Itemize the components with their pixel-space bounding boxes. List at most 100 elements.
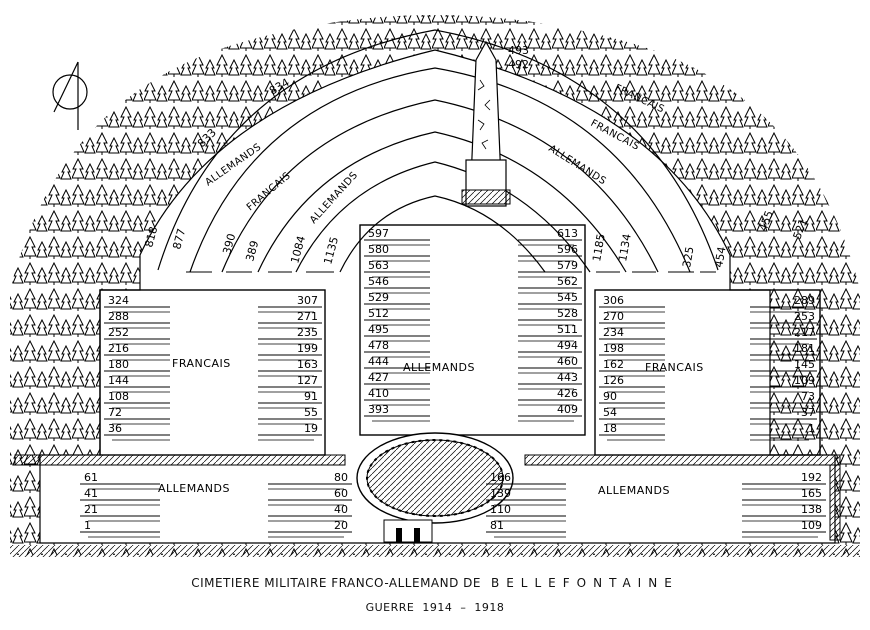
grave-number: 60 bbox=[334, 487, 348, 500]
grave-number: 409 bbox=[557, 403, 578, 416]
grave-number: 163 bbox=[297, 358, 318, 371]
grave-number: 546 bbox=[368, 275, 389, 288]
grave-number: 20 bbox=[334, 519, 348, 532]
grave-number: 180 bbox=[108, 358, 129, 371]
grave-number: 1134 bbox=[616, 233, 634, 263]
grave-number: 324 bbox=[108, 294, 129, 307]
grave-number: 427 bbox=[368, 371, 389, 384]
grave-number: 19 bbox=[304, 422, 318, 435]
grave-number: 478 bbox=[368, 339, 389, 352]
grave-number: 528 bbox=[557, 307, 578, 320]
grave-number: 495 bbox=[368, 323, 389, 336]
label-center-block: ALLEMANDS bbox=[403, 361, 475, 374]
subtitle-year-end: 1918 bbox=[474, 601, 505, 614]
grave-number: 199 bbox=[297, 342, 318, 355]
grave-number: 109 bbox=[801, 519, 822, 532]
north-arrow-icon bbox=[52, 61, 88, 130]
grave-number: 579 bbox=[557, 259, 578, 272]
grave-number: 389 bbox=[243, 239, 261, 263]
map-title: CIMETIERE MILITAIRE FRANCO-ALLEMAND DE BE… bbox=[0, 576, 870, 590]
grave-number: 139 bbox=[490, 487, 511, 500]
grave-number: 512 bbox=[368, 307, 389, 320]
label-left-block: FRANCAIS bbox=[172, 357, 231, 370]
grave-number: 73 bbox=[801, 390, 815, 403]
grave-number: 198 bbox=[603, 342, 624, 355]
obelisk-monument bbox=[461, 40, 511, 207]
grave-number: 325 bbox=[680, 246, 696, 269]
grave-number: 454 bbox=[712, 246, 728, 269]
grave-number: 72 bbox=[108, 406, 122, 419]
grave-number: 61 bbox=[84, 471, 98, 484]
grave-number: 1 bbox=[84, 519, 91, 532]
grave-number: 145 bbox=[794, 358, 815, 371]
grave-number: 597 bbox=[368, 227, 389, 240]
grave-number: 21 bbox=[84, 503, 98, 516]
grave-number: 1 bbox=[808, 422, 815, 435]
grave-number: 192 bbox=[801, 471, 822, 484]
grave-number: 443 bbox=[557, 371, 578, 384]
grave-number: 109 bbox=[794, 374, 815, 387]
grave-number: 166 bbox=[490, 471, 511, 484]
grave-number: 235 bbox=[297, 326, 318, 339]
grave-number: 545 bbox=[557, 291, 578, 304]
grave-number: 80 bbox=[334, 471, 348, 484]
subtitle-dash: – bbox=[460, 601, 467, 614]
subtitle-prefix: GUERRE bbox=[365, 601, 415, 614]
title-town: BELLEFONTAINE bbox=[490, 576, 679, 590]
grave-number: 877 bbox=[170, 227, 188, 251]
grave-number: 492 bbox=[508, 58, 529, 71]
grave-number: 529 bbox=[368, 291, 389, 304]
grave-number: 494 bbox=[557, 339, 578, 352]
center-german-block bbox=[359, 224, 586, 436]
arc-sections bbox=[157, 29, 719, 273]
grave-number: 307 bbox=[297, 294, 318, 307]
grave-number: 18 bbox=[603, 422, 617, 435]
grave-number: 511 bbox=[557, 323, 578, 336]
ground-strip bbox=[10, 545, 860, 557]
grave-number: 127 bbox=[297, 374, 318, 387]
cemetery-clearing bbox=[39, 49, 836, 544]
label-right-block: FRANCAIS bbox=[645, 361, 704, 374]
grave-number: 270 bbox=[603, 310, 624, 323]
grave-number: 181 bbox=[794, 342, 815, 355]
grave-number: 108 bbox=[108, 390, 129, 403]
grave-number: 460 bbox=[557, 355, 578, 368]
grave-number: 306 bbox=[603, 294, 624, 307]
label-bottom-right: ALLEMANDS bbox=[598, 484, 670, 497]
grave-number: 216 bbox=[108, 342, 129, 355]
grave-number: 81 bbox=[490, 519, 504, 532]
grave-number: 91 bbox=[304, 390, 318, 403]
grave-number: 40 bbox=[334, 503, 348, 516]
grave-number: 613 bbox=[557, 227, 578, 240]
subtitle-year-start: 1914 bbox=[422, 601, 453, 614]
title-prefix: CIMETIERE MILITAIRE FRANCO-ALLEMAND DE bbox=[191, 576, 481, 590]
grave-number: 41 bbox=[84, 487, 98, 500]
grave-number: 252 bbox=[108, 326, 129, 339]
grave-number: 165 bbox=[801, 487, 822, 500]
grave-number: 55 bbox=[304, 406, 318, 419]
grave-number: 580 bbox=[368, 243, 389, 256]
grave-number: 818 bbox=[142, 225, 160, 249]
label-bottom-left: ALLEMANDS bbox=[158, 482, 230, 495]
grave-number: 54 bbox=[603, 406, 617, 419]
grave-number: 37 bbox=[801, 406, 815, 419]
central-round-monument bbox=[356, 432, 514, 543]
grave-number: 217 bbox=[794, 326, 815, 339]
grave-number: 110 bbox=[490, 503, 511, 516]
grave-number: 138 bbox=[801, 503, 822, 516]
grave-number: 444 bbox=[368, 355, 389, 368]
grave-number: 234 bbox=[603, 326, 624, 339]
grave-number: 390 bbox=[220, 232, 238, 256]
lower-wall bbox=[14, 454, 841, 541]
grave-number: 393 bbox=[368, 403, 389, 416]
grave-number: 126 bbox=[603, 374, 624, 387]
grave-number: 288 bbox=[108, 310, 129, 323]
grave-number: 289 bbox=[794, 294, 815, 307]
grave-number: 144 bbox=[108, 374, 129, 387]
grave-number: 563 bbox=[368, 259, 389, 272]
grave-number: 1185 bbox=[590, 233, 608, 263]
grave-number: 596 bbox=[557, 243, 578, 256]
grave-number: 271 bbox=[297, 310, 318, 323]
grave-rows: 3242882522161801441087236307271235199163… bbox=[80, 227, 826, 538]
